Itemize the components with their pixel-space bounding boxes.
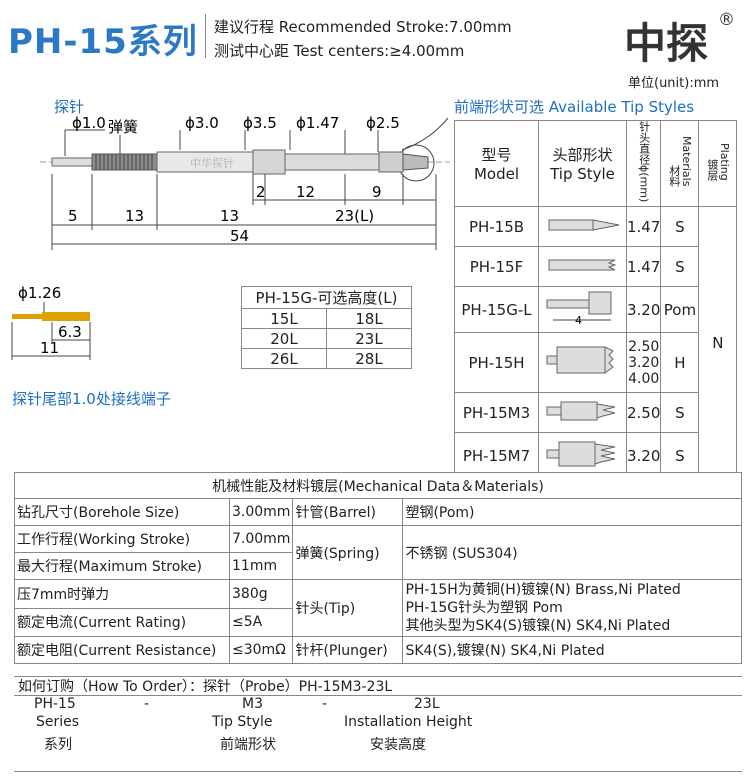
brand-logo: 中探 (624, 19, 709, 68)
dim-len-c: 13 (220, 207, 239, 225)
tail-terminal-drawing: ϕ1.26 6.3 11 (11, 284, 91, 360)
dim-len-e: 12 (296, 183, 315, 201)
dim-len-b: 13 (125, 207, 144, 225)
col-plating: 镀层Plating (698, 119, 738, 208)
tip-row: PH-15M3 2.50 S (454, 392, 737, 434)
tip-row: PH-15G-L 4 3.20 Pom (454, 286, 737, 334)
dim-len-f: 9 (372, 183, 382, 201)
tip-shape-f (548, 259, 617, 271)
col-materials: 材料Materials (660, 119, 700, 208)
heights-title: PH-15G-可选高度(L) (241, 286, 412, 309)
spring-label: 弹簧 (108, 118, 138, 136)
registered-mark: ® (718, 10, 735, 30)
col-diameter: 针头直径ϕ(mm) (625, 119, 662, 208)
dim-total: 54 (230, 227, 249, 245)
dim-len-g: 23(L) (335, 207, 374, 225)
probe-watermark: 中华探针 (190, 156, 234, 170)
tip-shape-m7 (546, 441, 615, 467)
recommended-stroke: 建议行程 Recommended Stroke:7.00mm (214, 18, 512, 36)
probe-drawing: 中华探针 ϕ1.0 弹簧 ϕ3.0 ϕ3.5 ϕ1.47 ϕ2.5 2 12 9… (40, 114, 450, 250)
unit-label: 单位(unit):mm (628, 76, 720, 91)
mechanical-table: 机械性能及材料镀层(Mechanical Data＆Materials) 钻孔尺… (14, 472, 742, 664)
dim-d1: ϕ1.0 (72, 114, 106, 132)
svg-text:4: 4 (575, 314, 582, 326)
dim-d2: ϕ3.0 (185, 114, 219, 132)
dim-len-a: 5 (68, 207, 78, 225)
header-divider (205, 14, 206, 58)
page-title: PH-15系列 (8, 22, 198, 62)
dim-d4: ϕ1.47 (296, 114, 339, 132)
test-centers: 测试中心距 Test centers:≥4.00mm (214, 42, 465, 60)
tip-row: PH-15M7 3.20 S (454, 432, 737, 480)
dim-d5: ϕ2.5 (366, 114, 400, 132)
order-title: 如何订购（How To Order）：探针（Probe）PH-15M3-23L (14, 676, 742, 696)
tip-row: PH-15F 1.47 S (454, 246, 737, 288)
dim-d3: ϕ3.5 (243, 114, 277, 132)
tip-shape-h (546, 345, 614, 374)
plating-value: N (698, 206, 738, 480)
tip-row: PH-15H 2.50 3.20 4.00 H (454, 332, 737, 394)
tail-note: 探针尾部1.0处接线端子 (12, 390, 171, 408)
mech-title: 机械性能及材料镀层(Mechanical Data＆Materials) (14, 472, 742, 499)
probe-label: 探针 (54, 98, 85, 116)
tip-styles-label: 前端形状可选 Available Tip Styles (454, 98, 695, 116)
tail-len1: 6.3 (58, 323, 82, 341)
tip-shape-b (548, 219, 619, 231)
tail-diameter: ϕ1.26 (18, 284, 61, 302)
tip-shape-m3 (546, 401, 615, 421)
tip-row: PH-15B 1.47 S N (454, 206, 738, 480)
order-section: 如何订购（How To Order）：探针（Probe）PH-15M3-23L … (14, 676, 742, 772)
dim-len-d: 2 (256, 183, 266, 201)
tip-shape-g: 4 (546, 291, 611, 327)
tail-len2: 11 (40, 339, 59, 357)
